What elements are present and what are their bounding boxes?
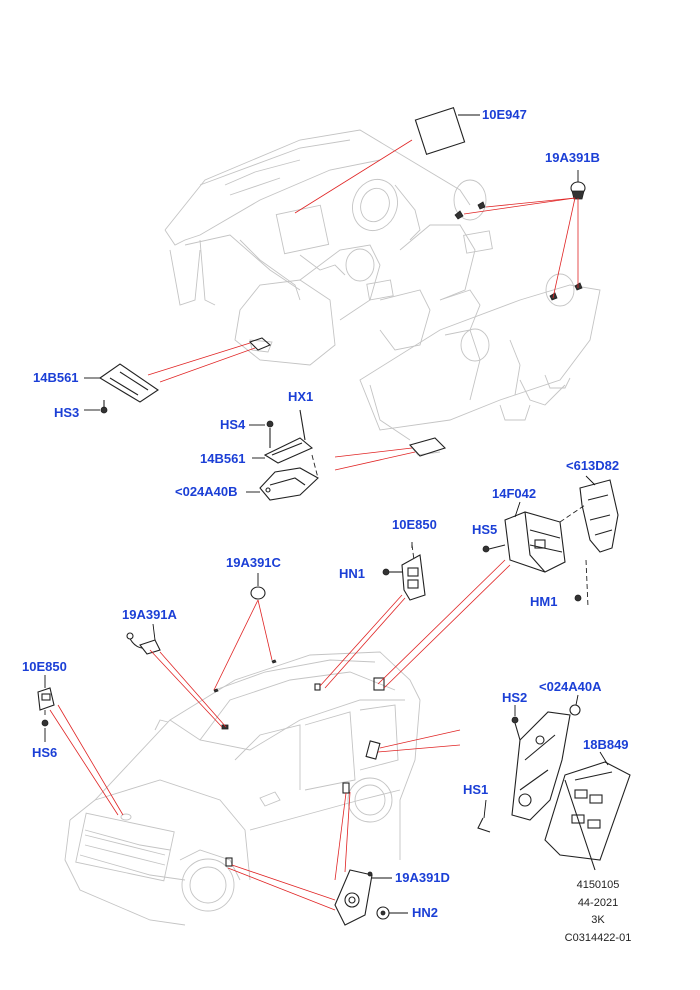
part-hn2-nut [376, 906, 390, 920]
label-613d82: <613D82 [566, 458, 620, 473]
label-19a391a: 19A391A [122, 607, 177, 622]
part-14b561-module-lower [263, 409, 314, 464]
label-hs5: HS5 [472, 522, 498, 537]
vehicle-marker-rear-quarter [373, 677, 385, 691]
label-14f042: 14F042 [492, 486, 537, 501]
part-19a391c-microphone [250, 586, 266, 600]
headrest-sensor-rear-right [574, 282, 583, 291]
rear-seat-illustration [359, 273, 601, 456]
front-seats-illustration [234, 179, 493, 366]
label-024a40b: <024A40B [175, 484, 238, 499]
part-19a391b-microphone [570, 181, 586, 200]
vehicle-marker-front-wing [225, 857, 233, 867]
part-14b561-module-upper [98, 363, 159, 414]
label-19a391d: 19A391D [395, 870, 450, 885]
part-18b849-module [477, 761, 631, 871]
reference-drawing-id: C0314422-01 [564, 932, 632, 944]
label-hn2: HN2 [412, 905, 439, 920]
vehicle-marker-roof-rear [314, 683, 321, 691]
label-hs4: HS4 [220, 417, 246, 432]
part-024a40b-bracket [259, 454, 319, 501]
part-10e850-bracket-upper [382, 544, 426, 601]
label-hs3: HS3 [54, 405, 80, 420]
label-hs2: HS2 [502, 690, 528, 705]
label-14b561-upper: 14B561 [33, 370, 79, 385]
headrest-sensor-front-left [454, 210, 464, 220]
vehicle-illustration [64, 651, 421, 926]
part-19a391a-sensor [126, 632, 161, 655]
label-10e850-lower: 10E850 [22, 659, 67, 674]
part-10e947-display [414, 107, 466, 155]
label-19a391b: 19A391B [545, 150, 600, 165]
part-14f042-module [482, 504, 589, 608]
part-024a40a-bracket [511, 704, 581, 821]
part-10e850-bracket-lower [37, 687, 55, 727]
rear-seat-module [408, 437, 447, 457]
label-18b849: 18B849 [583, 737, 629, 752]
label-10e850-upper: 10E850 [392, 517, 437, 532]
leader-lines [49, 139, 579, 911]
dashboard-illustration [164, 129, 471, 306]
reference-code: 3K [591, 914, 605, 926]
vehicle-marker-roof-left [213, 688, 219, 693]
label-10e947: 10E947 [482, 107, 527, 122]
label-024a40a: <024A40A [539, 679, 602, 694]
label-hn1: HN1 [339, 566, 366, 581]
label-hs1: HS1 [463, 782, 489, 797]
reference-date: 44-2021 [577, 897, 619, 909]
headrest-sensor-front-right [477, 201, 486, 210]
front-seat-module [248, 337, 272, 351]
label-hx1: HX1 [288, 389, 314, 404]
label-19a391c: 19A391C [226, 555, 281, 570]
part-613d82-bracket [579, 479, 619, 553]
reference-number: 4150105 [576, 879, 620, 891]
part-19a391d-module [334, 869, 373, 926]
vehicle-marker-roof-right [271, 659, 277, 664]
vehicle-marker-d-pillar [365, 740, 381, 760]
label-14b561-lower: 14B561 [200, 451, 246, 466]
vehicle-marker-door [342, 782, 350, 794]
label-hm1: HM1 [530, 594, 558, 609]
label-hs6: HS6 [32, 745, 58, 760]
label-leader-lines [44, 114, 609, 914]
